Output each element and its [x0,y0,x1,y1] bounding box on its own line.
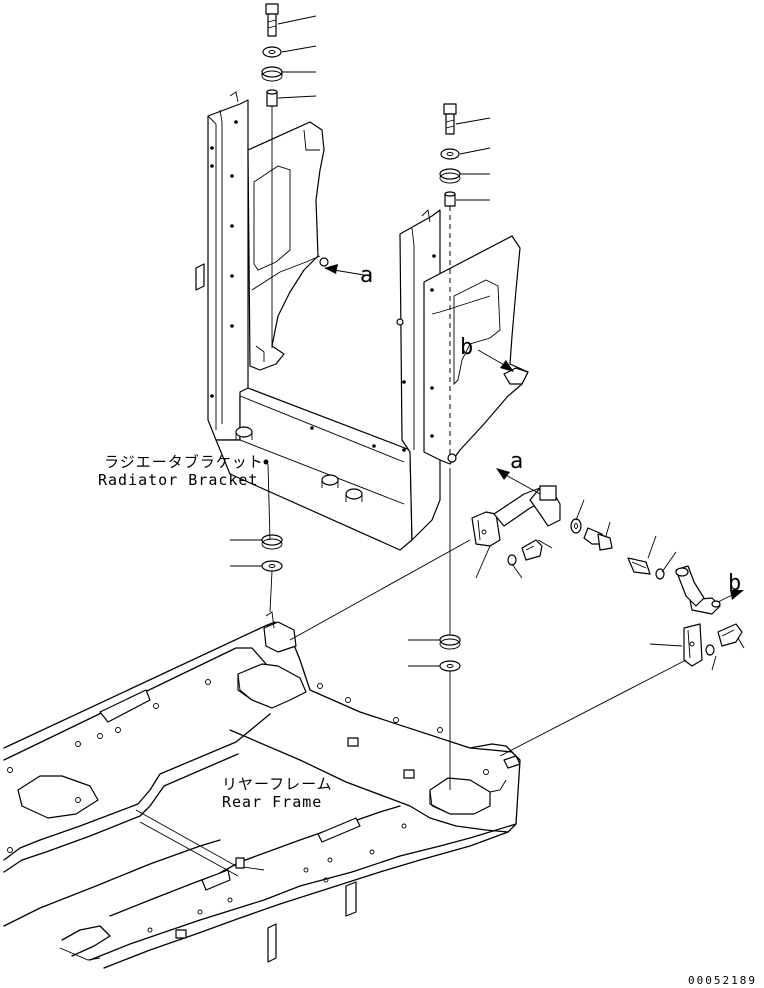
rear-frame [3,611,521,969]
drawing-number: 00052189 [688,974,757,987]
callout-b-lower: b [728,571,741,596]
leader-lines [230,15,745,757]
right-mount-stack [439,103,461,790]
radiator-bracket-label-jp: ラジエータブラケット [104,453,264,471]
left-mount-stack [261,3,283,613]
callout-a-upper: a [360,263,373,288]
callout-b-upper: b [460,335,473,360]
stay-bracket-a [471,485,613,566]
rear-frame-label-jp: リヤーフレーム [222,775,333,793]
stay-bracket-b [627,557,743,667]
callout-a-lower: a [510,449,523,474]
radiator-bracket-label-en: Radiator Bracket [98,471,259,489]
rear-frame-label-en: Rear Frame [222,793,322,811]
